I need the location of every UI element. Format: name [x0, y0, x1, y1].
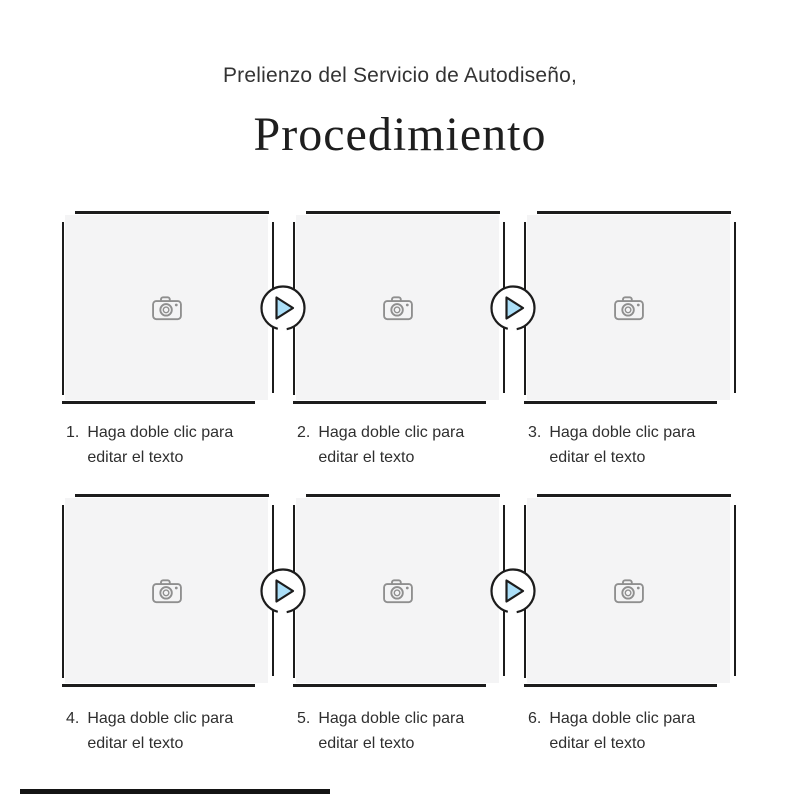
frame-line	[75, 494, 269, 497]
frame-line	[293, 401, 486, 404]
step-caption-text: Haga doble clic para editar el texto	[318, 710, 465, 752]
step-caption-text: Haga doble clic para editar el texto	[87, 424, 234, 466]
camera-icon	[296, 215, 499, 400]
page-title[interactable]: Procedimiento	[253, 108, 547, 161]
frame-line	[75, 211, 269, 214]
frame-line	[62, 505, 64, 678]
step-caption-1[interactable]: 1. Haga doble clic para editar el texto	[66, 420, 249, 470]
step-number: 1.	[66, 424, 80, 441]
frame-line	[293, 684, 486, 687]
frame-line	[734, 222, 736, 393]
camera-icon	[65, 215, 268, 400]
play-icon	[490, 285, 536, 331]
step-number: 4.	[66, 710, 80, 727]
frame-line	[306, 494, 500, 497]
frame-line	[62, 222, 64, 395]
next-step-arrow-2[interactable]	[490, 285, 536, 331]
step-caption-text: Haga doble clic para editar el texto	[318, 424, 465, 466]
play-icon	[260, 285, 306, 331]
image-placeholder-6[interactable]	[524, 494, 736, 687]
image-placeholder-3[interactable]	[524, 211, 736, 404]
step-number: 2.	[297, 424, 311, 441]
step-number: 5.	[297, 710, 311, 727]
step-number: 6.	[528, 710, 542, 727]
frame-line	[537, 211, 731, 214]
image-placeholder-1[interactable]	[62, 211, 274, 404]
image-placeholder-2[interactable]	[293, 211, 505, 404]
frame-line	[62, 684, 255, 687]
image-placeholder-5[interactable]	[293, 494, 505, 687]
step-number: 3.	[528, 424, 542, 441]
camera-icon	[296, 498, 499, 683]
frame-line	[62, 401, 255, 404]
frame-line	[524, 684, 717, 687]
image-placeholder-4[interactable]	[62, 494, 274, 687]
frame-line	[734, 505, 736, 676]
frame-line	[306, 211, 500, 214]
step-caption-text: Haga doble clic para editar el texto	[87, 710, 234, 752]
step-caption-6[interactable]: 6. Haga doble clic para editar el texto	[528, 706, 711, 756]
step-caption-3[interactable]: 3. Haga doble clic para editar el texto	[528, 420, 711, 470]
partial-frame-line	[20, 789, 330, 794]
next-step-arrow-4[interactable]	[490, 568, 536, 614]
step-caption-text: Haga doble clic para editar el texto	[549, 710, 696, 752]
next-step-arrow-1[interactable]	[260, 285, 306, 331]
camera-icon	[65, 498, 268, 683]
camera-icon	[527, 215, 730, 400]
next-step-arrow-3[interactable]	[260, 568, 306, 614]
play-icon	[490, 568, 536, 614]
step-caption-2[interactable]: 2. Haga doble clic para editar el texto	[297, 420, 480, 470]
play-icon	[260, 568, 306, 614]
step-caption-5[interactable]: 5. Haga doble clic para editar el texto	[297, 706, 480, 756]
subtitle-text[interactable]: Prelienzo del Servicio de Autodiseño,	[222, 64, 578, 87]
camera-icon	[527, 498, 730, 683]
frame-line	[524, 401, 717, 404]
frame-line	[537, 494, 731, 497]
step-caption-text: Haga doble clic para editar el texto	[549, 424, 696, 466]
step-caption-4[interactable]: 4. Haga doble clic para editar el texto	[66, 706, 249, 756]
